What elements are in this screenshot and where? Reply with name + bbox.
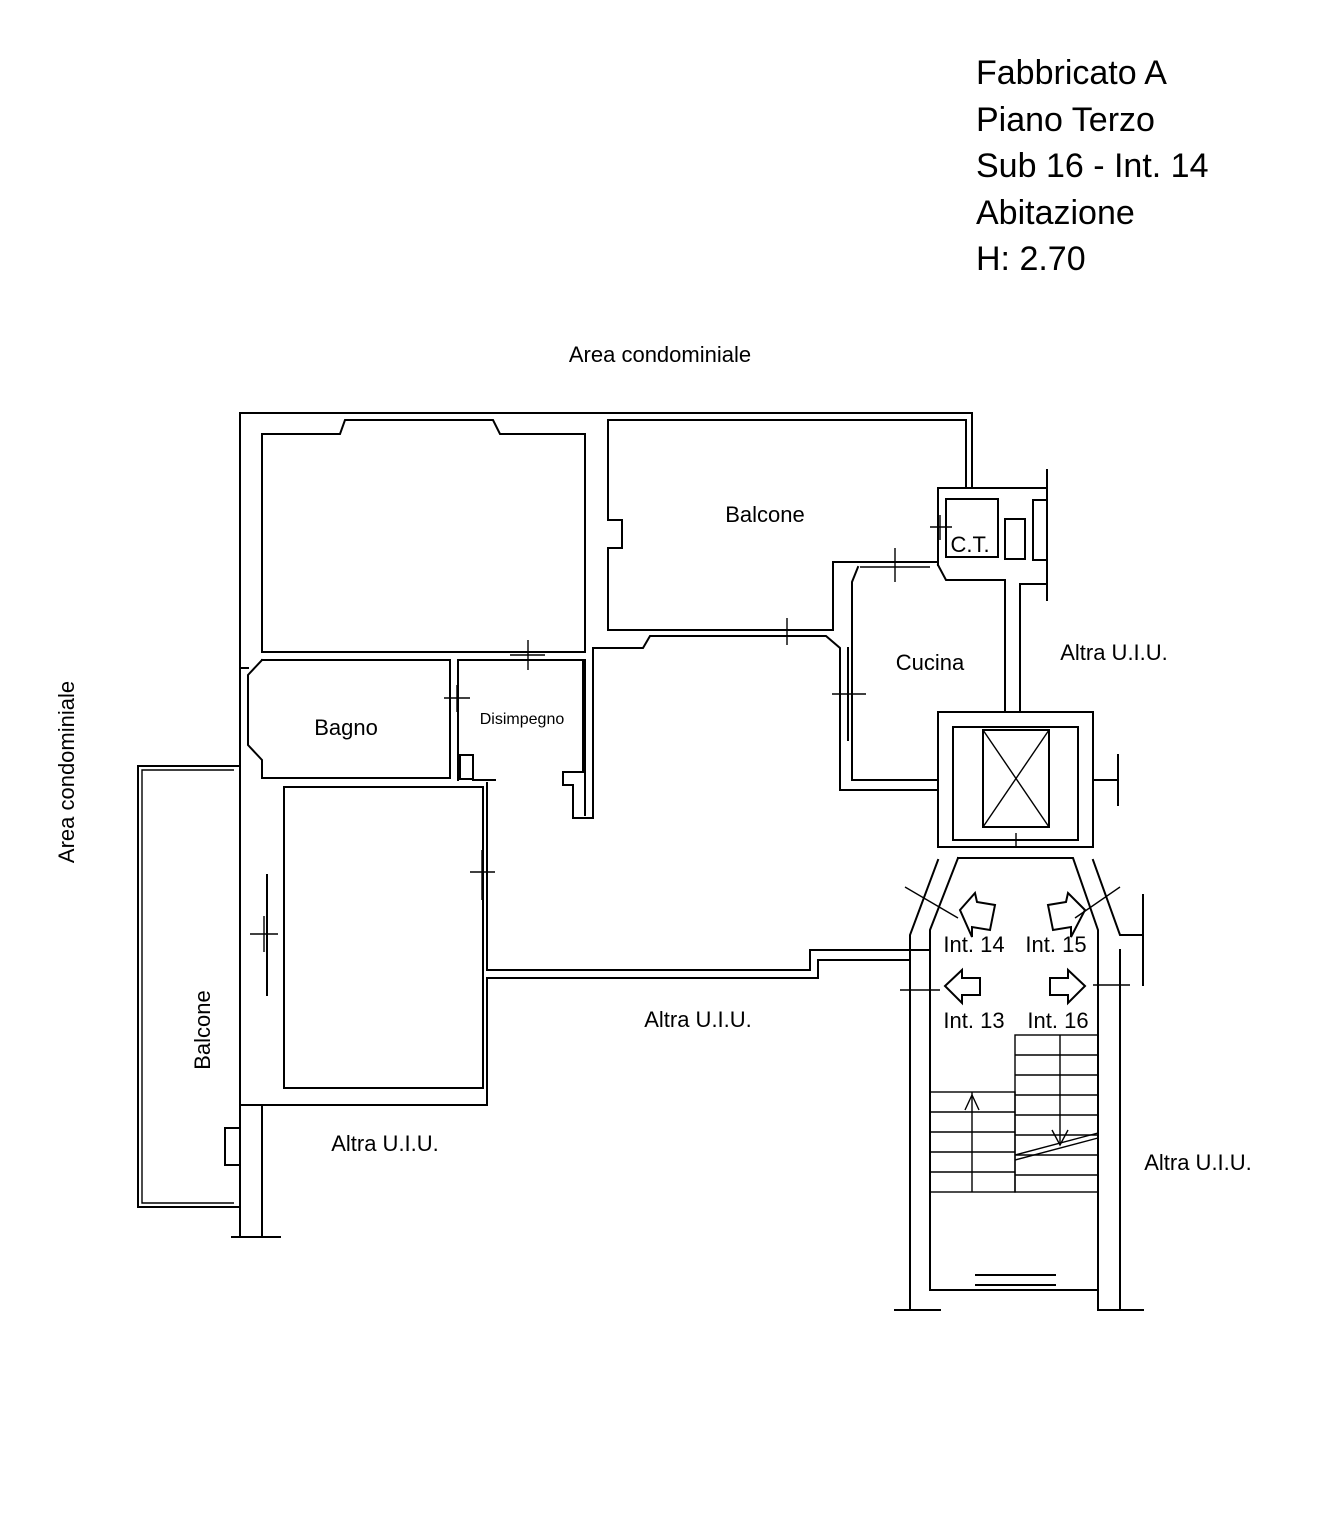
bagno-label: Bagno [314, 715, 378, 740]
altra-uiu-right-top-label: Altra U.I.U. [1060, 640, 1168, 665]
central-walls [261, 635, 939, 1106]
stair-landing [894, 856, 1144, 1311]
bedroom-left-walls [239, 786, 484, 1106]
altra-uiu-center-label: Altra U.I.U. [644, 1007, 752, 1032]
height-label: H: 2.70 [976, 240, 1086, 278]
bagno-disimpegno-walls [239, 640, 586, 816]
balcone-left-outline [137, 765, 241, 1208]
altra-uiu-right-bottom-label: Altra U.I.U. [1144, 1150, 1252, 1175]
elevator [937, 711, 1119, 848]
arrow-int-15 [1046, 891, 1087, 938]
altra-uiu-bottom-left-label: Altra U.I.U. [331, 1131, 439, 1156]
balcone-top-label: Balcone [725, 502, 805, 527]
unit-arrows [943, 890, 1087, 1006]
unit-label: Sub 16 - Int. 14 [976, 147, 1209, 185]
stair-steps [929, 1034, 1099, 1193]
disimpegno-label: Disimpegno [480, 711, 565, 728]
int-13-label: Int. 13 [943, 1008, 1004, 1033]
use-label: Abitazione [976, 193, 1135, 232]
area-top-label: Area condominiale [569, 342, 751, 367]
cucina-walls [832, 563, 1021, 781]
int-14-label: Int. 14 [943, 932, 1004, 957]
ct-label: C.T. [950, 532, 989, 557]
outer-walls [231, 412, 973, 1238]
cucina-label: Cucina [896, 650, 965, 675]
area-left-label: Area condominiale [54, 681, 79, 863]
building-label: Fabbricato A [976, 54, 1167, 92]
arrow-int-14 [958, 890, 997, 938]
ct-box [930, 469, 1048, 601]
balcone-top-outline [607, 419, 967, 645]
arrow-int-13 [943, 967, 981, 1006]
floor-label: Piano Terzo [976, 100, 1155, 139]
balcone-left-label: Balcone [190, 990, 215, 1070]
int-15-label: Int. 15 [1025, 932, 1086, 957]
arrow-int-16 [1049, 967, 1087, 1006]
title-block: Fabbricato A Piano Terzo Sub 16 - Int. 1… [976, 50, 1209, 283]
int-16-label: Int. 16 [1027, 1008, 1088, 1033]
